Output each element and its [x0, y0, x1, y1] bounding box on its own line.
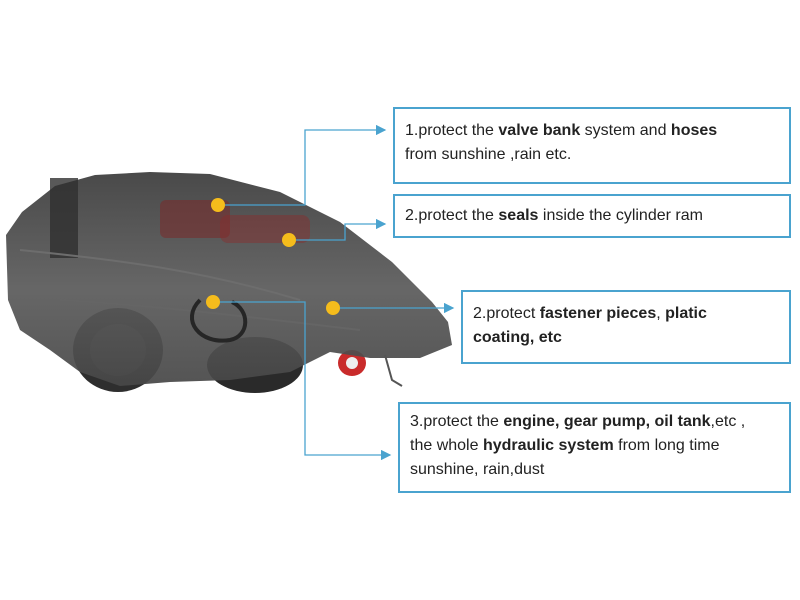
callout-text: valve bank	[498, 122, 581, 139]
machine-upright	[50, 178, 78, 258]
callout-text: seals	[498, 207, 539, 224]
drawstring	[384, 354, 403, 387]
cover-fold-1	[19, 249, 301, 301]
machine-cover	[6, 172, 452, 386]
connector-2	[290, 218, 387, 241]
hose-loop	[189, 298, 248, 343]
cover-fold-2	[59, 299, 361, 331]
callout-text: 3.protect the	[410, 413, 504, 430]
connector-4	[215, 301, 392, 461]
callout-text: fastener pieces	[539, 305, 657, 322]
callout-valve-bank: 1.protect the valve bank system and hose…	[393, 107, 791, 184]
callout-text: 2.protect	[473, 305, 540, 322]
callout-text: platic	[665, 305, 707, 322]
callout-fasteners: 2.protect fastener pieces, platic coating…	[461, 290, 791, 364]
callout-text: 2.protect the	[405, 207, 499, 224]
dot-marker-icon	[206, 295, 220, 309]
callout-text: from long time	[613, 437, 720, 454]
callout-text: from sunshine ,rain etc.	[405, 146, 572, 163]
callout-text: system and	[580, 122, 671, 139]
dot-marker-icon	[282, 233, 296, 247]
callout-text: hydraulic system	[482, 437, 614, 454]
callout-engine: 3.protect the engine, gear pump, oil tan…	[398, 402, 791, 493]
callout-text: ,etc ,	[710, 413, 746, 430]
engine-block	[160, 200, 230, 238]
callout-text: engine, gear pump, oil tank	[503, 413, 711, 430]
connector-1	[222, 124, 387, 206]
callout-text: ,	[656, 305, 666, 322]
front-wheel	[338, 350, 366, 376]
callout-text: sunshine, rain,dust	[410, 461, 545, 478]
callout-text: 1.protect the	[405, 122, 499, 139]
tank-block	[220, 215, 310, 243]
dot-marker-icon	[326, 301, 340, 315]
dot-marker-icon	[211, 198, 225, 212]
callout-text: the whole	[410, 437, 483, 454]
callout-text: hoses	[670, 122, 718, 139]
callout-seals: 2.protect the seals inside the cylinder …	[393, 194, 791, 238]
callout-text: coating, etc	[473, 329, 562, 346]
callout-text: inside the cylinder ram	[538, 207, 703, 224]
